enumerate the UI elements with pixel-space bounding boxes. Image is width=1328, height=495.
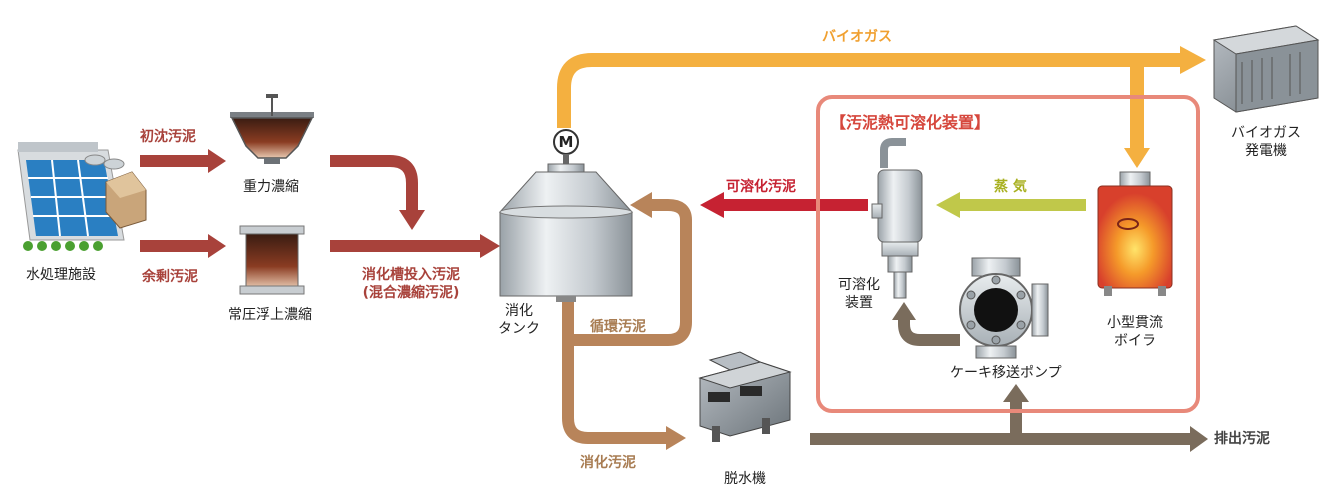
float-thickener-illustration <box>239 225 305 295</box>
gravity-thickening-label: 重力濃縮 <box>243 179 299 195</box>
steam-arrow <box>958 199 1086 211</box>
solubilizer-system-frame <box>816 95 1200 413</box>
discharged-sludge-label: 排出汚泥 <box>1214 431 1270 447</box>
boiler-label-line1: 小型貫流 <box>1107 315 1163 331</box>
biogas-generator-line2: 発電機 <box>1245 143 1287 159</box>
excess-sludge-label: 余剰汚泥 <box>142 269 198 285</box>
biogas-flow-label: バイオガス <box>822 29 892 45</box>
thickened-sludge-arrows <box>330 155 480 252</box>
gravity-thickener-illustration <box>230 94 314 164</box>
float-thickening-label: 常圧浮上濃縮 <box>228 307 312 323</box>
circulation-arrow <box>562 199 692 346</box>
water-treatment-illustration <box>17 142 147 251</box>
cake-pump-label: ケーキ移送ポンプ <box>950 365 1062 381</box>
dewatering-label: 脱水機 <box>724 471 766 487</box>
to-digester-head-2 <box>480 234 500 258</box>
digester-label: 消化 タンク <box>492 302 546 338</box>
primary-sludge-label: 初沈汚泥 <box>140 129 196 145</box>
digested-arrow-head <box>666 426 686 450</box>
motor-symbol: M <box>558 133 574 151</box>
digester-input-label: 消化槽投入汚泥 (混合濃縮汚泥) <box>346 266 476 302</box>
biogas-arrow-head-boiler <box>1124 148 1150 168</box>
to-digester-head-1 <box>399 210 425 230</box>
pump-to-solubilizer-arrow <box>898 318 960 346</box>
solubilizer-illustration <box>871 138 923 299</box>
boiler-label-line2: ボイラ <box>1114 333 1156 349</box>
discharge-arrow <box>810 384 1208 452</box>
digested-sludge-label: 消化汚泥 <box>580 455 636 471</box>
biogas-generator-label: バイオガス 発電機 <box>1226 124 1306 160</box>
digester-tank-illustration <box>498 129 634 302</box>
steam-arrow-head <box>936 192 960 218</box>
solubilized-arrow <box>722 199 868 211</box>
cake-pump-illustration <box>959 257 1049 359</box>
biogas-generator-line1: バイオガス <box>1231 125 1301 141</box>
solubilized-arrow-head <box>700 192 724 218</box>
pump-to-solubilizer-head <box>892 302 916 320</box>
digester-label-line1: 消化 <box>505 303 533 319</box>
digester-input-line1: 消化槽投入汚泥 <box>362 267 460 283</box>
circulation-sludge-label: 循環汚泥 <box>590 319 646 335</box>
boiler-illustration <box>1097 171 1173 296</box>
biogas-arrow-head-gen <box>1180 46 1206 74</box>
solubilizer-label: 可溶化 装置 <box>834 276 884 312</box>
digester-input-line2: (混合濃縮汚泥) <box>362 285 460 301</box>
boiler-label: 小型貫流 ボイラ <box>1096 314 1174 350</box>
water-treatment-label: 水処理施設 <box>26 267 96 283</box>
biogas-generator-illustration <box>1212 25 1320 113</box>
biogas-arrow <box>557 53 1180 150</box>
steam-label: 蒸 気 <box>994 179 1027 195</box>
dewatering-illustration <box>698 351 792 442</box>
solubilizer-label-line2: 装置 <box>845 295 873 311</box>
circulation-arrow-head <box>630 192 652 218</box>
digester-label-line2: タンク <box>498 321 540 337</box>
solubilized-sludge-label: 可溶化汚泥 <box>726 179 796 195</box>
sludge-arrows <box>140 149 226 258</box>
digested-arrow <box>562 300 668 444</box>
system-title: 【汚泥熱可溶化装置】 <box>830 113 991 132</box>
solubilizer-label-line1: 可溶化 <box>838 277 880 293</box>
